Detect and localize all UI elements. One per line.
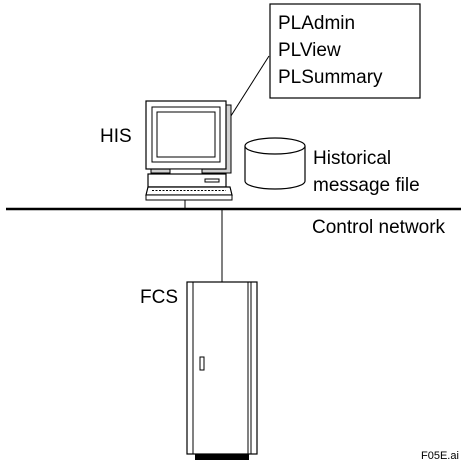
figure-id: F05E.ai <box>421 450 459 462</box>
cabinet-icon <box>186 281 258 460</box>
database-cylinder-icon <box>244 137 306 190</box>
fcs-label: FCS <box>140 287 178 308</box>
software-callout: PLAdmin PLView PLSummary <box>221 3 421 131</box>
callout-line-plview: PLView <box>278 40 341 61</box>
monitor-icon <box>145 100 232 175</box>
control-network: Control network <box>6 207 461 238</box>
message-file-label-line2: message file <box>313 175 420 196</box>
callout-line-plsummary: PLSummary <box>278 67 383 88</box>
historical-message-file: Historical message file <box>244 137 420 196</box>
callout-box <box>269 3 421 99</box>
message-file-label-line1: Historical <box>313 148 391 169</box>
callout-line-pladmin: PLAdmin <box>278 13 355 34</box>
control-network-label: Control network <box>312 217 446 238</box>
fcs-station: FCS <box>140 210 258 460</box>
his-label: HIS <box>100 126 132 147</box>
computer-base-icon <box>145 173 233 201</box>
his-workstation: HIS <box>100 100 233 208</box>
